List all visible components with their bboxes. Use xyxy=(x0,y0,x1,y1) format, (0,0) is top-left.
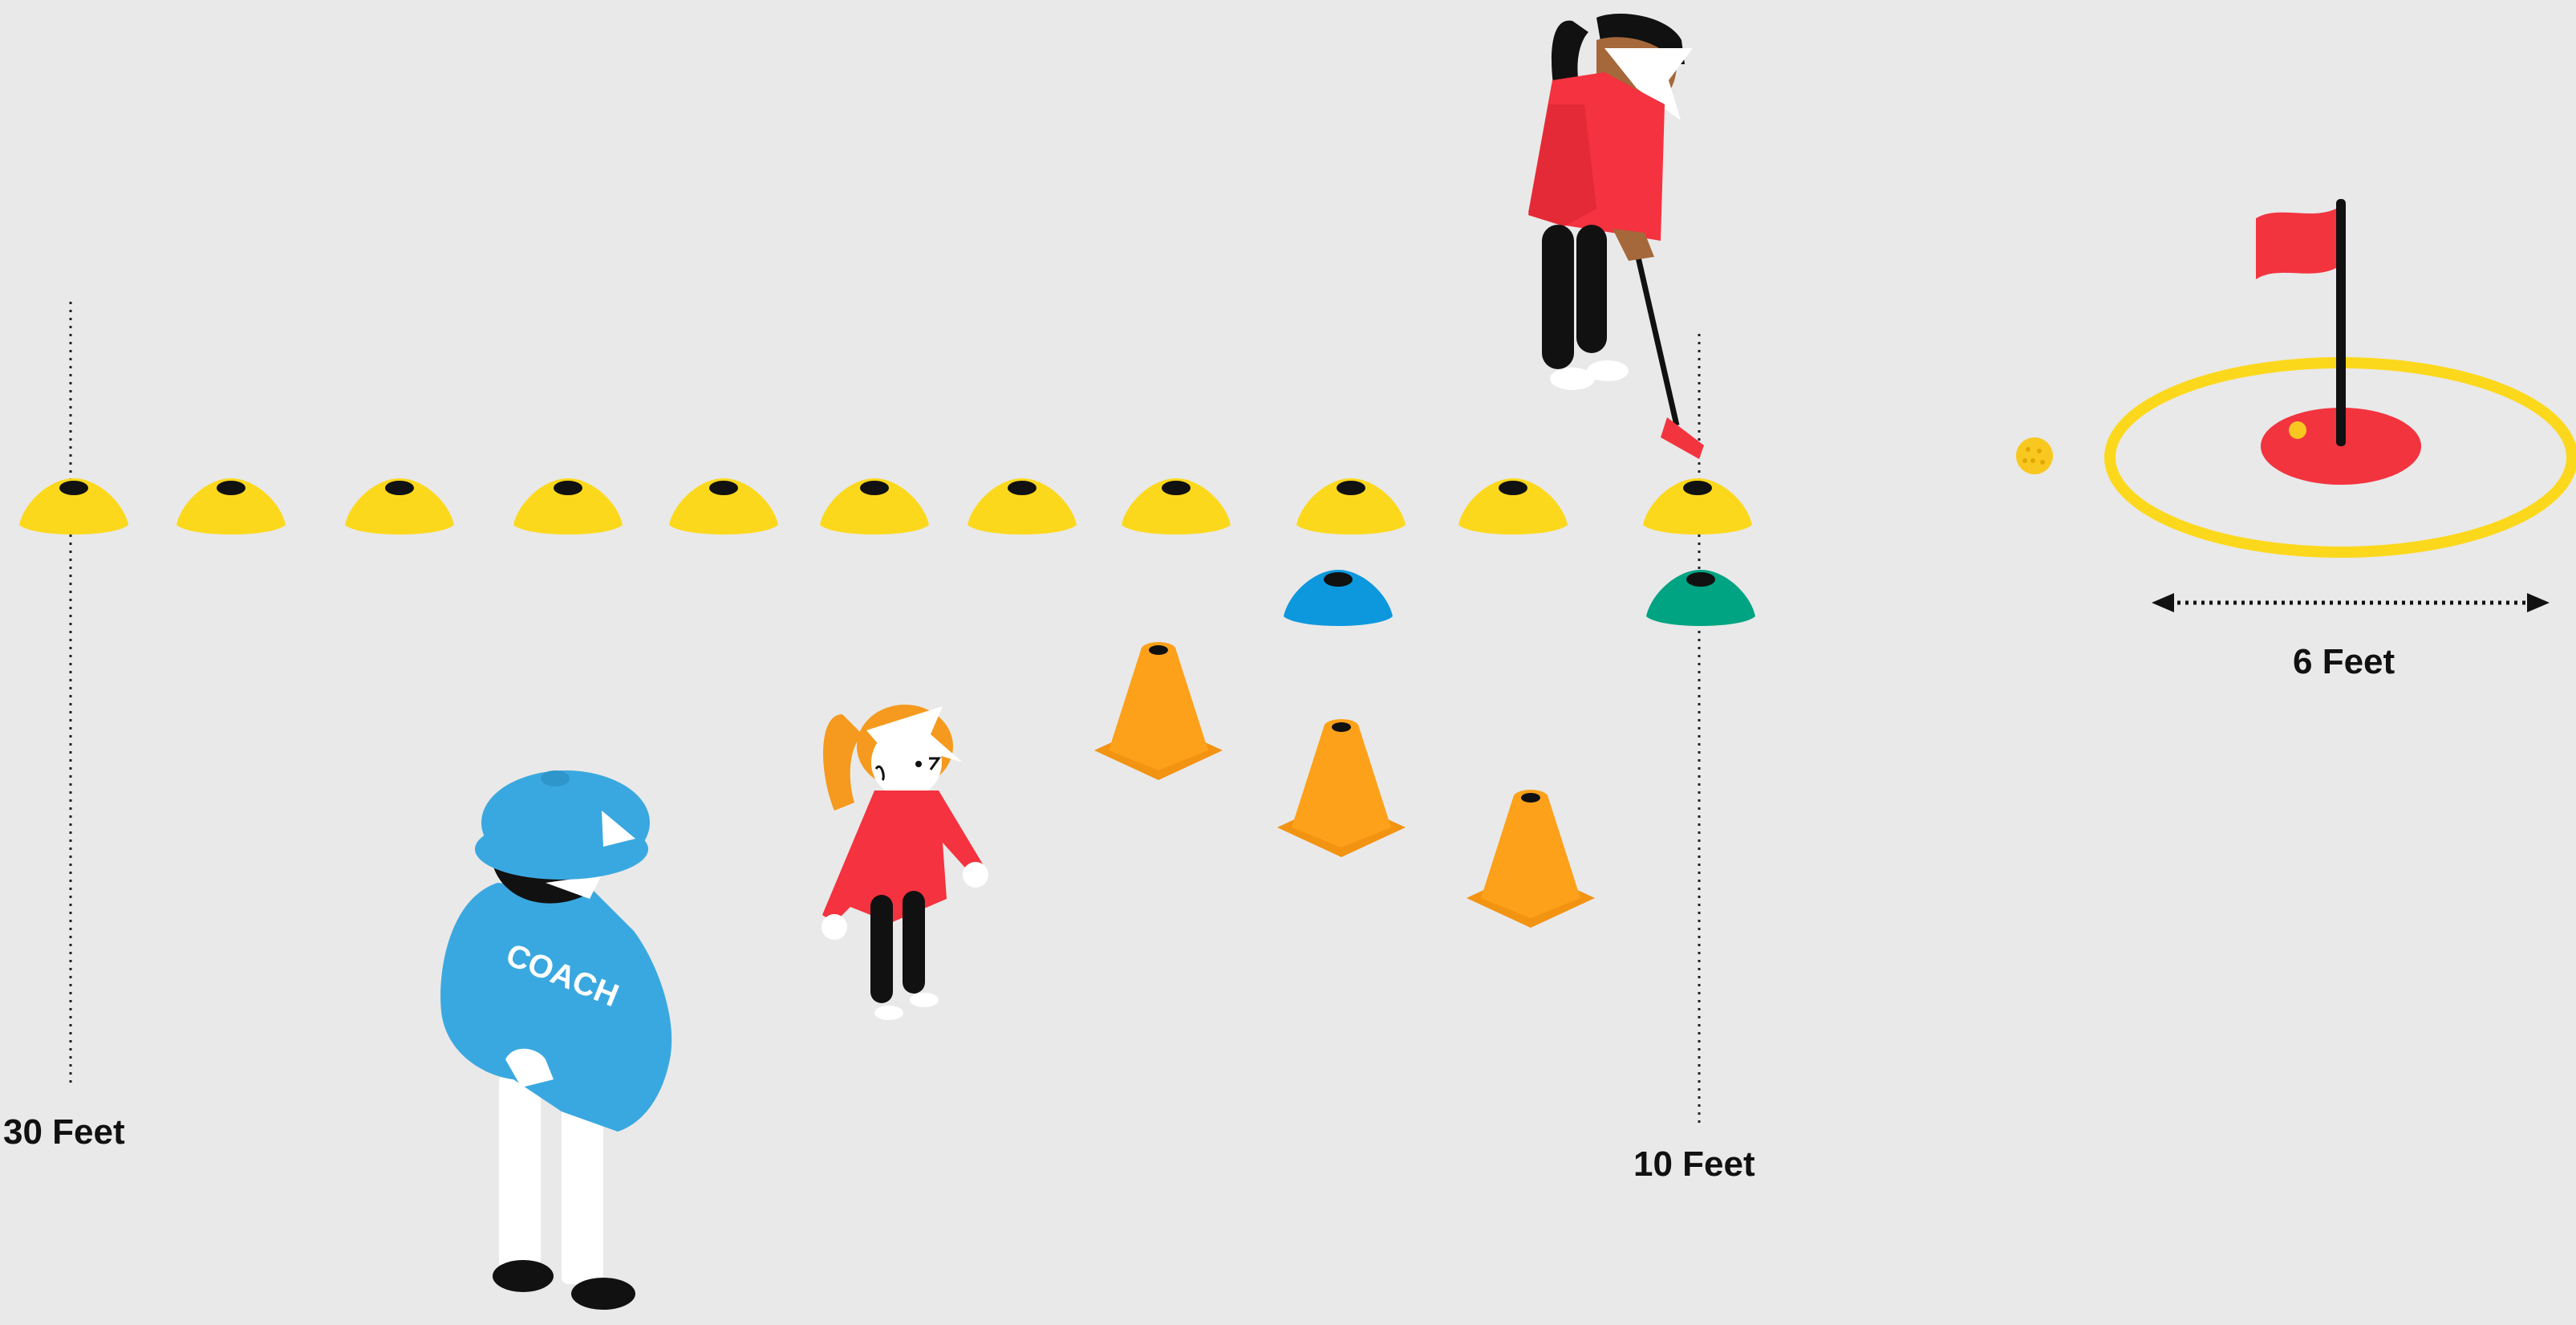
flag-icon xyxy=(2256,209,2336,279)
yellow-disc-cone-2 xyxy=(176,478,286,534)
yellow-disc-cone-1 xyxy=(19,478,128,534)
green-disc-cone-shape xyxy=(1646,570,1755,626)
yellow-disc-cone-5 xyxy=(669,478,778,534)
golf-ball xyxy=(2016,437,2053,474)
child-player xyxy=(821,705,988,1020)
hole-target xyxy=(2110,199,2572,552)
green-disc-cone xyxy=(1646,570,1755,626)
yellow-disc-cone-9 xyxy=(1296,478,1406,534)
label-6-feet: 6 Feet xyxy=(2293,642,2395,682)
yellow-disc-cone-11 xyxy=(1643,478,1752,534)
distance-arrow-icon xyxy=(2152,593,2550,612)
yellow-disc-cone-row xyxy=(19,478,1752,534)
flagstick xyxy=(2336,199,2346,446)
label-10-feet: 10 Feet xyxy=(1633,1144,1755,1185)
blue-disc-cone xyxy=(1284,570,1393,626)
label-30-feet: 30 Feet xyxy=(3,1112,125,1152)
yellow-disc-cone-10 xyxy=(1458,478,1568,534)
blue-disc-cone-shape xyxy=(1284,570,1393,626)
ball-in-hole xyxy=(2289,421,2306,439)
golfer-putting xyxy=(1528,14,1704,459)
yellow-disc-cone-8 xyxy=(1122,478,1231,534)
coach: COACH xyxy=(440,770,671,1310)
yellow-disc-cone-7 xyxy=(968,478,1077,534)
yellow-disc-cone-4 xyxy=(513,478,623,534)
yellow-disc-cone-3 xyxy=(345,478,454,534)
traffic-cone-1 xyxy=(1094,642,1223,780)
yellow-disc-cone-6 xyxy=(820,478,929,534)
traffic-cone-3 xyxy=(1466,790,1595,928)
traffic-cone-2 xyxy=(1277,719,1406,857)
